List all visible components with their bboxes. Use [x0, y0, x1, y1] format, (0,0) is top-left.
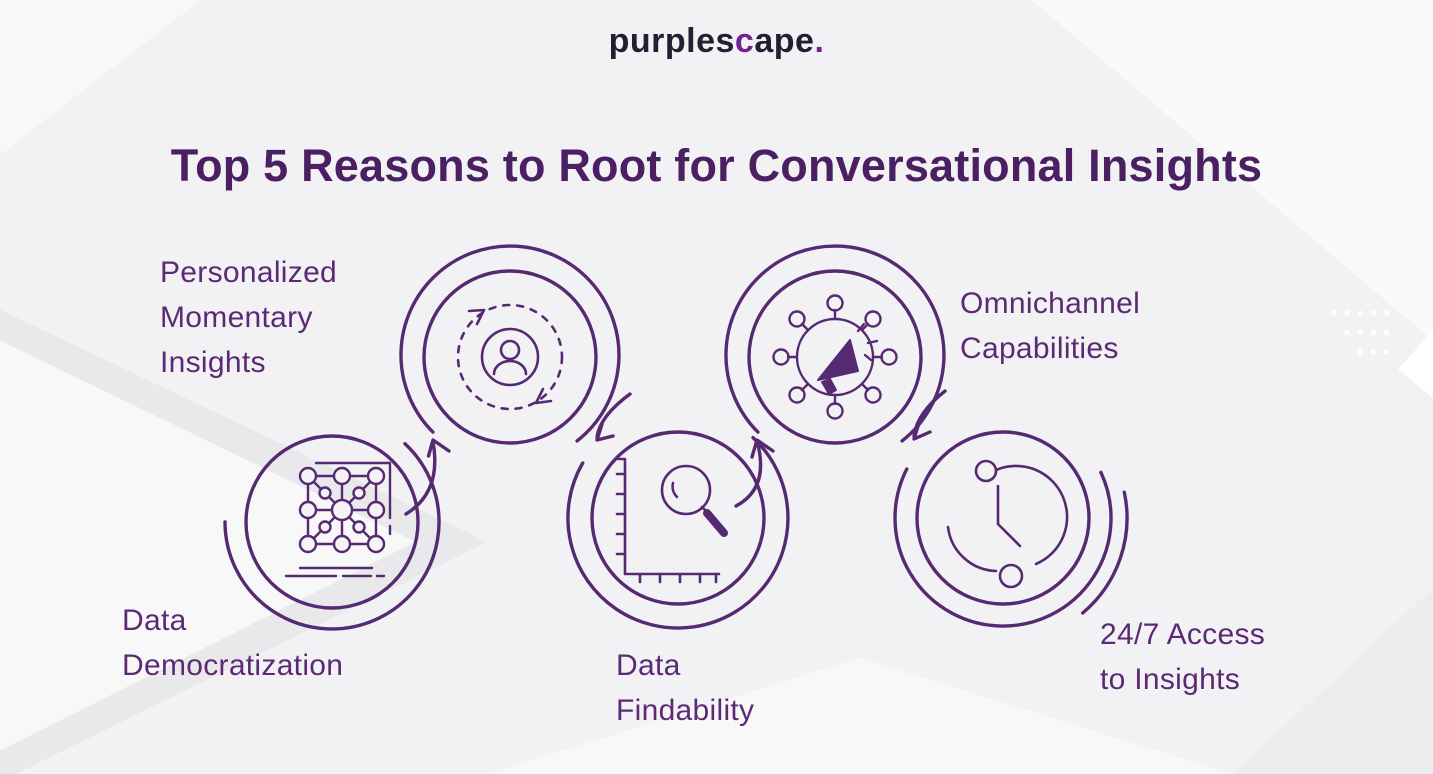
flow-arrow-1-to-3 [595, 392, 632, 442]
bg-dots-pattern [1331, 310, 1390, 355]
label-line: Capabilities [960, 332, 1119, 365]
clock-sync-icon [946, 459, 1069, 589]
circle-omnichannel-capabilities [747, 269, 923, 445]
circle-access-to-insights [915, 430, 1091, 606]
label-line: Momentary [160, 301, 313, 334]
ring-arc-2 [223, 442, 441, 631]
ring-arc-4 [724, 244, 946, 443]
label-line: Omnichannel [960, 287, 1141, 320]
logo: purplescape. [0, 22, 1433, 61]
label-line: Data [122, 604, 187, 637]
label-personalized-momentary-insights: Personalized Momentary Insights [160, 250, 337, 385]
logo-text: purples [608, 22, 735, 60]
page-title: Top 5 Reasons to Root for Conversational… [170, 140, 1263, 192]
logo-text-2: ape [754, 22, 815, 60]
label-data-democratization: Data Democratization [122, 598, 343, 688]
circle-data-findability [590, 430, 766, 606]
label-omnichannel-capabilities: Omnichannel Capabilities [960, 281, 1140, 371]
logo-dot: . [814, 22, 825, 60]
flow-arrow-3-to-4 [734, 438, 775, 508]
label-access-to-insights: 24/7 Access to Insights [1100, 612, 1265, 702]
label-data-findability: Data Findability [616, 643, 754, 733]
megaphone-network-icon [772, 294, 898, 420]
ring-arc-5-tail [1081, 490, 1129, 615]
ring-arc-3 [566, 435, 790, 630]
ring-arc-5 [893, 467, 1113, 628]
ring-arc-1 [399, 244, 621, 443]
label-line: Insights [160, 346, 266, 379]
circle-personalized-momentary-insights [422, 269, 598, 445]
label-line: Democratization [122, 649, 344, 682]
logo-accent-letter: c [734, 22, 755, 60]
network-grid-icon [284, 461, 392, 578]
label-line: Personalized [160, 256, 338, 289]
flow-arrow-2-to-1 [404, 438, 451, 516]
flow-arrow-4-to-5 [912, 389, 947, 441]
label-line: Data [616, 649, 681, 682]
label-line: to Insights [1100, 663, 1241, 696]
circle-data-democratization [244, 434, 420, 610]
label-line: 24/7 Access [1100, 618, 1266, 651]
label-line: Findability [616, 694, 755, 727]
refresh-user-icon [456, 303, 564, 411]
chart-magnifier-icon [615, 457, 728, 584]
